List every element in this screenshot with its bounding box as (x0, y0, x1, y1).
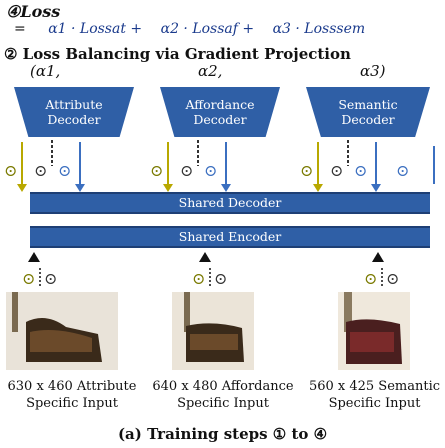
affordance-input-caption: 640 x 480 Affordance Specific Input (148, 378, 298, 412)
attribute-input-line1: 630 x 460 Attribute (7, 379, 137, 394)
affordance-input-line2: Specific Input (177, 396, 269, 411)
gradient-group-affordance: ⊙ ⊙ ⊙ (150, 140, 231, 192)
loss-balancing-title: ② Loss Balancing via Gradient Projection (4, 45, 351, 63)
shared-decoder: Shared Decoder (30, 192, 430, 214)
input-arrows: ⊙ ⊙ ⊙ ⊙ ⊙ ⊙ (22, 252, 399, 288)
affordance-decoder-line2: Decoder (193, 112, 247, 127)
loss-label: ④Loss (6, 2, 61, 21)
loss-equation: = α1 · Lossat + α2 · Lossaf + α3 · Losss… (14, 21, 365, 37)
svg-text:⊙: ⊙ (22, 269, 35, 288)
loss-term-semantic: α3 · Losssem (272, 21, 366, 37)
alpha-3: α3) (360, 62, 386, 80)
attribute-decoder-line1: Attribute (45, 97, 103, 112)
gradient-group-semantic: ⊙ ⊙ ⊙ ⊙ (300, 140, 435, 192)
svg-text:⊙: ⊙ (34, 161, 47, 180)
svg-text:⊙: ⊙ (396, 161, 409, 180)
svg-text:⊙: ⊙ (330, 161, 343, 180)
semantic-decoder-line2: Decoder (341, 112, 395, 127)
svg-text:⊙: ⊙ (44, 269, 57, 288)
equals-sign: = (14, 21, 26, 37)
semantic-input-caption: 560 x 425 Semantic Specific Input (304, 378, 445, 412)
svg-text:⊙: ⊙ (180, 161, 193, 180)
attribute-input-caption: 630 x 460 Attribute Specific Input (2, 378, 142, 412)
affordance-decoder-line1: Affordance (185, 97, 255, 112)
svg-text:⊙: ⊙ (354, 161, 367, 180)
svg-text:⊙: ⊙ (386, 269, 399, 288)
affordance-input-line1: 640 x 480 Affordance (152, 379, 294, 394)
alpha-2: α2, (198, 62, 223, 80)
svg-text:⊙: ⊙ (4, 161, 17, 180)
semantic-decoder-line1: Semantic (338, 97, 398, 112)
alpha-1: (α1, (30, 62, 61, 80)
loss-term-affordance: α2 · Lossaf + (160, 21, 255, 37)
svg-text:⊙: ⊙ (58, 161, 71, 180)
semantic-input-image (338, 292, 410, 370)
attribute-input-image (6, 292, 118, 370)
svg-text:⊙: ⊙ (150, 161, 163, 180)
svg-text:⊙: ⊙ (204, 161, 217, 180)
semantic-input-line2: Specific Input (328, 396, 421, 411)
shared-encoder: Shared Encoder (30, 226, 430, 248)
semantic-input-line1: 560 x 425 Semantic (308, 379, 441, 394)
svg-text:⊙: ⊙ (192, 269, 205, 288)
svg-text:⊙: ⊙ (364, 269, 377, 288)
figure-caption: (a) Training steps ① to ④ (117, 425, 328, 443)
svg-text:⊙: ⊙ (300, 161, 313, 180)
attribute-decoder-line2: Decoder (47, 112, 101, 127)
loss-term-attribute: α1 · Lossat + (48, 21, 143, 37)
gradient-arrows: ⊙ ⊙ ⊙ ⊙ ⊙ ⊙ ⊙ ⊙ ⊙ ⊙ (4, 140, 435, 192)
gradient-group-attribute: ⊙ ⊙ ⊙ (4, 140, 85, 192)
affordance-input-image (172, 292, 254, 370)
attribute-input-line2: Specific Input (26, 396, 118, 411)
svg-text:⊙: ⊙ (214, 269, 227, 288)
